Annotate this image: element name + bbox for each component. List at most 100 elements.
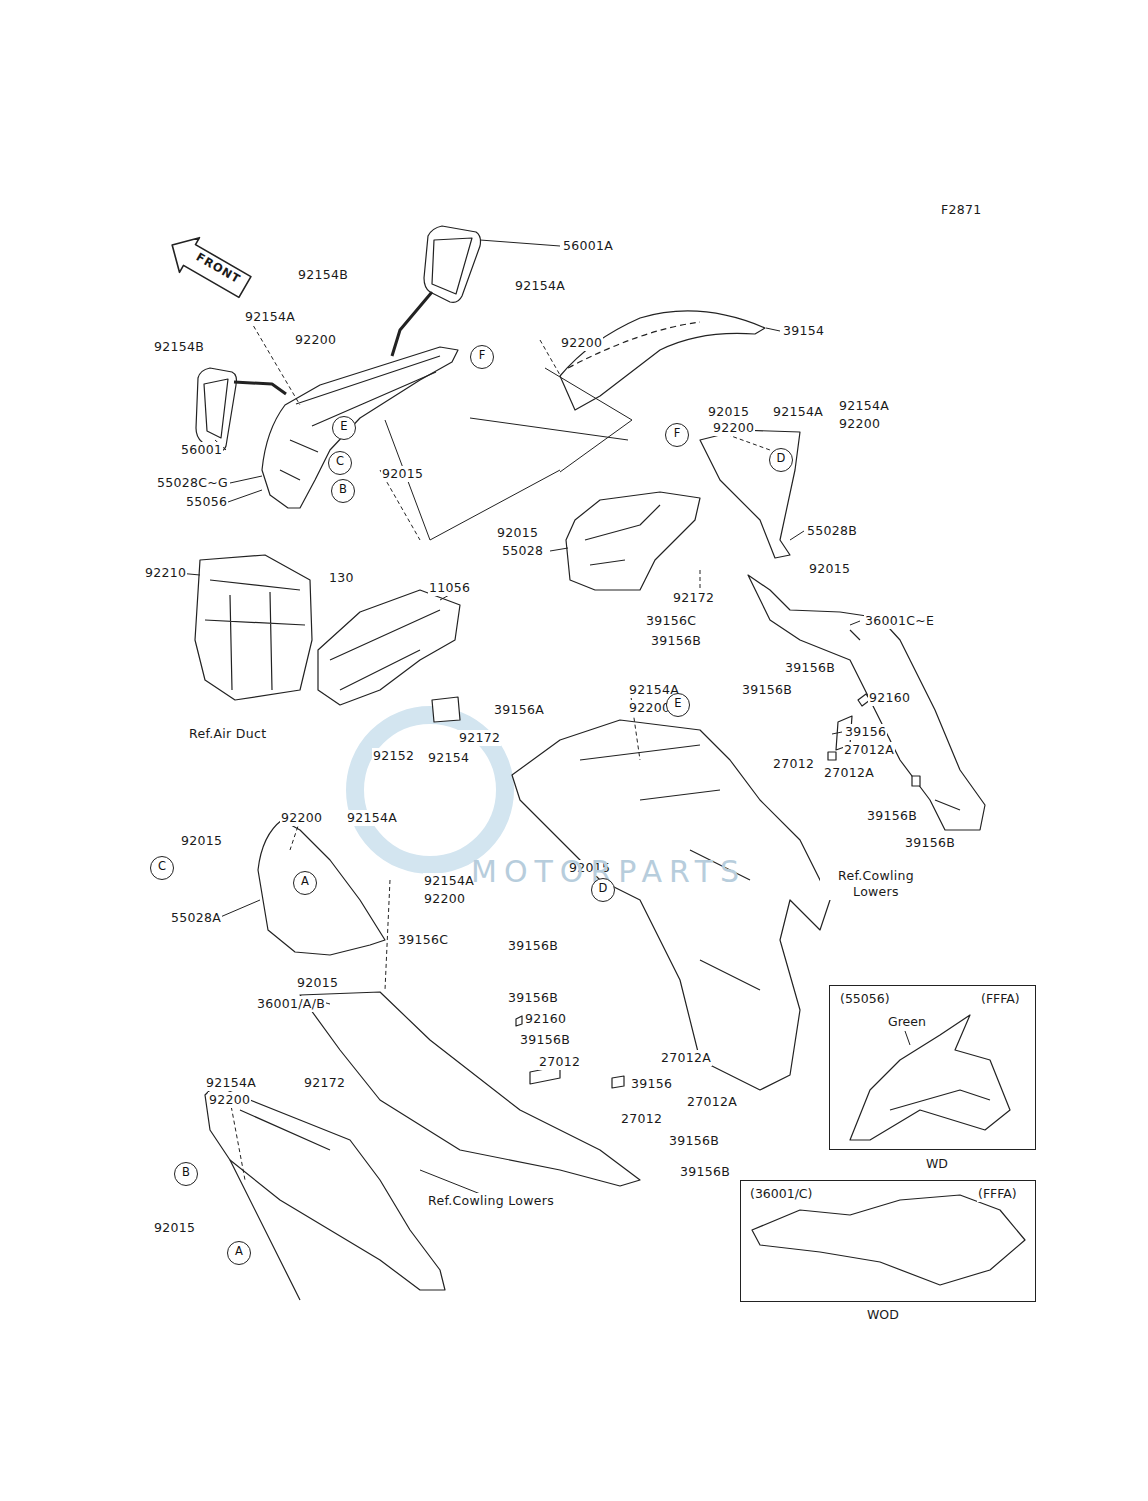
part-number: 92172 xyxy=(672,590,715,606)
part-number: 92200 xyxy=(838,416,881,432)
inset-text: (FFFA) xyxy=(980,991,1021,1007)
reference-letter: B xyxy=(332,480,354,498)
part-number: 92160 xyxy=(524,1011,567,1027)
part-number: 92154B xyxy=(297,267,349,283)
part-number: 39156 xyxy=(630,1076,673,1092)
front-arrow xyxy=(162,228,255,305)
part-number: 92210 xyxy=(144,565,187,581)
part-number: 39156B xyxy=(507,990,559,1006)
inset-box: (36001/C)(FFFA)WOD xyxy=(740,1180,1036,1302)
part-number: 55028C~G xyxy=(156,475,229,491)
part-number: 92154 xyxy=(427,750,470,766)
reference-letter: D xyxy=(592,879,614,897)
reference-circle: A xyxy=(227,1241,251,1265)
part-number: 92200 xyxy=(294,332,337,348)
reference-letter: C xyxy=(151,857,173,875)
part-number: 27012A xyxy=(686,1094,738,1110)
mirror xyxy=(196,368,237,451)
reference-note: Ref.Cowling Lowers xyxy=(820,868,932,900)
reference-letter: E xyxy=(667,694,689,712)
inset-text: (FFFA) xyxy=(977,1186,1018,1202)
reference-circle: F xyxy=(470,345,494,369)
reference-circle: E xyxy=(332,416,356,440)
part-number: 92015 xyxy=(180,833,223,849)
reference-letter: F xyxy=(471,346,493,364)
reference-circle: B xyxy=(331,479,355,503)
part-number: 55028 xyxy=(501,543,544,559)
part-number: 92172 xyxy=(303,1075,346,1091)
bracket xyxy=(318,590,460,705)
part-number: 36001/A/B xyxy=(256,996,326,1012)
part-number: 92200 xyxy=(712,420,755,436)
inset-cowl xyxy=(752,1195,1025,1285)
lower-cowl xyxy=(512,720,830,1090)
mirror xyxy=(424,226,481,302)
lower-cowl xyxy=(205,1085,445,1290)
part-number: 92015 xyxy=(296,975,339,991)
inset-text: WOD xyxy=(866,1307,900,1323)
part-number: 92154B xyxy=(153,339,205,355)
watermark-logo xyxy=(355,715,505,865)
part-number: 27012 xyxy=(620,1111,663,1127)
part-number: 92172 xyxy=(458,730,501,746)
inset-box: (55056)(FFFA)GreenWD xyxy=(829,985,1036,1150)
part-number: 55028A xyxy=(170,910,222,926)
inset-text: WD xyxy=(925,1156,949,1172)
reference-circle: E xyxy=(666,693,690,717)
part-number: 39156B xyxy=(784,660,836,676)
part-number: 92152 xyxy=(372,748,415,764)
part-number: 39156B xyxy=(741,682,793,698)
reference-circle: C xyxy=(150,856,174,880)
part-number: 27012 xyxy=(772,756,815,772)
part-number: 39156C xyxy=(397,932,449,948)
part-number: 92154A xyxy=(423,873,475,889)
inset-text: (36001/C) xyxy=(749,1186,813,1202)
part-number: 55056 xyxy=(185,494,228,510)
part-number: 39156B xyxy=(650,633,702,649)
figure-code: F2871 xyxy=(940,202,983,218)
reference-letter: E xyxy=(333,417,355,435)
part-number: 92200 xyxy=(280,810,323,826)
part-number: 27012A xyxy=(843,742,895,758)
part-number: 39156B xyxy=(904,835,956,851)
part-number: 92154A xyxy=(346,810,398,826)
reference-letter: D xyxy=(770,449,792,467)
part-number: 92154A xyxy=(205,1075,257,1091)
part-number: 92200 xyxy=(208,1092,251,1108)
reference-note: Ref.Cowling Lowers xyxy=(427,1193,555,1209)
part-number: 39156A xyxy=(493,702,545,718)
reference-circle: A xyxy=(293,871,317,895)
part-number: 39154 xyxy=(782,323,825,339)
reference-circle: D xyxy=(769,448,793,472)
side-panel xyxy=(700,430,800,558)
reference-letter: B xyxy=(175,1163,197,1181)
part-number: 92154A xyxy=(244,309,296,325)
inner-cowl xyxy=(566,492,700,590)
part-number: 92015 xyxy=(707,404,750,420)
part-number: 92015 xyxy=(496,525,539,541)
part-number: 92160 xyxy=(868,690,911,706)
reference-note: Ref.Air Duct xyxy=(188,726,267,742)
part-number: 39156C xyxy=(645,613,697,629)
reference-circle: D xyxy=(591,878,615,902)
part-number: 39156B xyxy=(507,938,559,954)
part-number: 36001C~E xyxy=(864,613,935,629)
leader-lines xyxy=(178,240,910,1201)
part-number: 56001 xyxy=(180,442,223,458)
part-number: 92015 xyxy=(153,1220,196,1236)
part-number: 39156B xyxy=(668,1133,720,1149)
part-number: 55028B xyxy=(806,523,858,539)
side-panel xyxy=(258,820,385,955)
part-number: 11056 xyxy=(428,580,471,596)
air-duct xyxy=(195,555,312,700)
reference-circle: F xyxy=(665,423,689,447)
part-number: 39156 xyxy=(844,724,887,740)
reference-letter: C xyxy=(329,452,351,470)
reference-letter: F xyxy=(666,424,688,442)
upper-cowl xyxy=(262,347,458,508)
part-number: 92015 xyxy=(808,561,851,577)
sticker xyxy=(432,697,460,722)
reference-circle: C xyxy=(328,451,352,475)
